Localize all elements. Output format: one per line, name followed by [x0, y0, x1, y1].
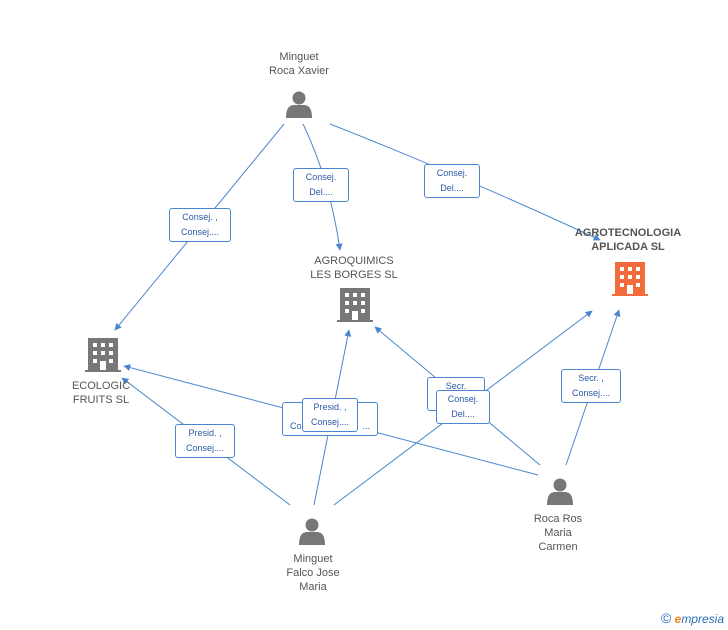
edge-label-presid-consej[interactable]: Presid. , Consej.... — [175, 424, 235, 458]
node-label-minguet-roca[interactable]: Minguet Roca Xavier — [269, 51, 329, 77]
building-icon[interactable] — [612, 262, 648, 296]
person-icon[interactable] — [286, 91, 312, 119]
node-label-agroquimics[interactable]: AGROQUIMICS LES BORGES SL — [310, 255, 398, 281]
node-label-roca-ros[interactable]: Roca Ros Maria Carmen — [533, 513, 583, 553]
edge-label-consej-del[interactable]: Consej. Del.... — [293, 168, 349, 202]
building-icon[interactable] — [85, 338, 121, 372]
building-icon[interactable] — [337, 288, 373, 322]
edge-label-consej[interactable]: Consej. , Consej.... — [169, 208, 231, 242]
node-label-minguet-falco[interactable]: Minguet Falco Jose Maria — [286, 553, 340, 593]
node-label-ecologic[interactable]: ECOLOGIC FRUITS SL — [71, 380, 131, 406]
edge-label-secr-consej[interactable]: Secr. , Consej.... — [561, 369, 621, 403]
edge-label-consej-del[interactable]: Consej. Del.... — [436, 390, 490, 424]
copyright-icon: © — [660, 610, 672, 626]
node-icons — [85, 91, 648, 546]
edge-label-presid-consej[interactable]: Presid. , Consej.... — [302, 398, 358, 432]
brand-logo: © empresia — [660, 610, 724, 626]
person-icon[interactable] — [547, 478, 573, 506]
edge-label-consej-del[interactable]: Consej. Del.... — [424, 164, 480, 198]
node-label-agrotecnologia[interactable]: AGROTECNOLOGIA APLICADA SL — [574, 227, 682, 253]
person-icon[interactable] — [299, 518, 325, 546]
